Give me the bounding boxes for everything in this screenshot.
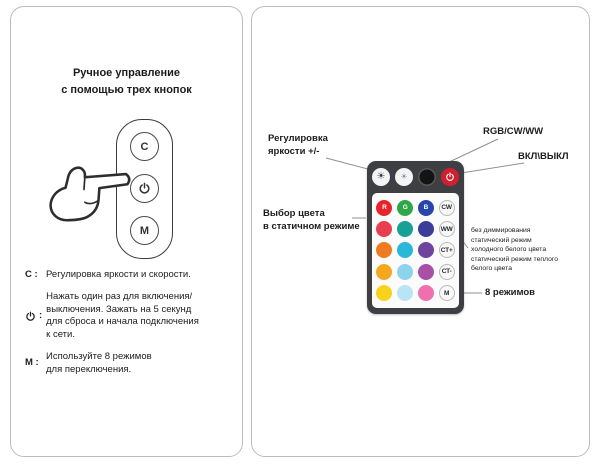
label-power: ВКЛ\ВЫКЛ [518, 151, 569, 164]
remote-key-m: M [439, 285, 455, 301]
remote-key-color [376, 242, 392, 258]
remote-key-color [418, 242, 434, 258]
remote-key-color [397, 264, 413, 280]
instruction-text: Регулировка яркости и скорости. [46, 269, 191, 282]
remote-key-ww: WW [439, 221, 455, 237]
power-icon [25, 311, 36, 322]
power-icon [138, 182, 151, 195]
remote-top-row: ☀☀ [367, 161, 464, 193]
remote-key-color [418, 264, 434, 280]
remote-key-color [376, 285, 392, 301]
label-white-modes: без диммирования статический режим холод… [471, 226, 558, 274]
remote-grid: RGB CW WW CT+ CT- M [372, 193, 459, 308]
remote-key-color [397, 285, 413, 301]
right-panel: Регулировка яркости +/- RGB/CW/WW ВКЛ\ВЫ… [251, 6, 590, 457]
instruction-item: C : Регулировка яркости и скорости. [25, 269, 235, 282]
label-color-select: Выбор цвета в статичном режиме [263, 208, 360, 234]
label-brightness: Регулировка яркости +/- [268, 133, 328, 159]
remote-key-b: B [418, 200, 434, 216]
instruction-text: Нажать один раз для включения/ выключени… [46, 291, 199, 342]
remote-button-power [441, 168, 459, 186]
remote-key-g: G [397, 200, 413, 216]
remote-key-color [376, 221, 392, 237]
callout-line-power [455, 163, 524, 174]
left-panel-title: Ручное управление с помощью трех кнопок [11, 65, 242, 98]
brightness-up-icon: ☀ [377, 172, 386, 182]
remote-key-ct-minus: CT- [439, 264, 455, 280]
remote-key-color [376, 264, 392, 280]
brightness-down-icon: ☀ [400, 173, 407, 181]
remote-key-color [397, 242, 413, 258]
label-modes: 8 режимов [485, 287, 535, 300]
remote-key-color [418, 221, 434, 237]
remote-key-color [397, 221, 413, 237]
instruction-key: M : [25, 351, 42, 377]
remote-control: ☀☀ RGBCWWWCT+CT-M [367, 161, 464, 314]
controller-button-m: M [130, 216, 159, 245]
power-icon [445, 172, 455, 182]
remote-button-brightness-up: ☀ [372, 168, 390, 186]
left-panel: Ручное управление с помощью трех кнопок … [10, 6, 243, 457]
pointing-hand-icon [35, 153, 139, 233]
instruction-key: C : [25, 269, 42, 282]
instruction-item: :Нажать один раз для включения/ выключен… [25, 291, 235, 342]
label-rgb-cw-ww: RGB/CW/WW [483, 126, 543, 139]
remote-key-color [418, 285, 434, 301]
instruction-item: M :Используйте 8 режимов для переключени… [25, 351, 235, 377]
remote-key-ct-plus: CT+ [439, 242, 455, 258]
instruction-list: C :Регулировка яркости и скорости.:Нажат… [25, 269, 235, 386]
remote-key-r: R [376, 200, 392, 216]
remote-button-brightness-down: ☀ [395, 168, 413, 186]
remote-key-cw: CW [439, 200, 455, 216]
controller-button-c: C [130, 132, 159, 161]
instruction-text: Используйте 8 режимов для переключения. [46, 351, 152, 377]
hand-outline [46, 161, 134, 223]
instruction-key: : [25, 291, 42, 342]
remote-button-rgb-mode [418, 168, 436, 186]
